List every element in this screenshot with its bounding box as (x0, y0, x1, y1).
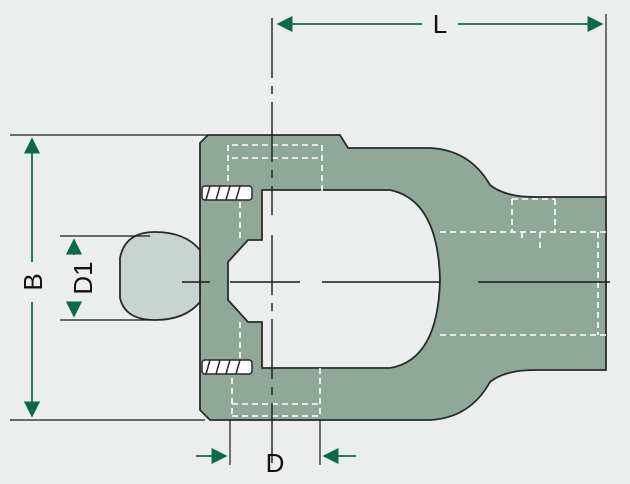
ball-head (119, 231, 201, 321)
extension-lines (10, 14, 607, 465)
hidden-lines (227, 144, 606, 418)
dimension-lines (23, 15, 604, 465)
label-bore: D (266, 448, 285, 478)
label-length: L (433, 9, 447, 39)
label-height: B (18, 273, 48, 290)
yoke-inner-opening (227, 189, 441, 369)
pin-bottom (201, 359, 253, 375)
label-ball-diameter: D1 (68, 261, 98, 294)
pin-top (201, 185, 253, 201)
center-lines (182, 18, 610, 465)
